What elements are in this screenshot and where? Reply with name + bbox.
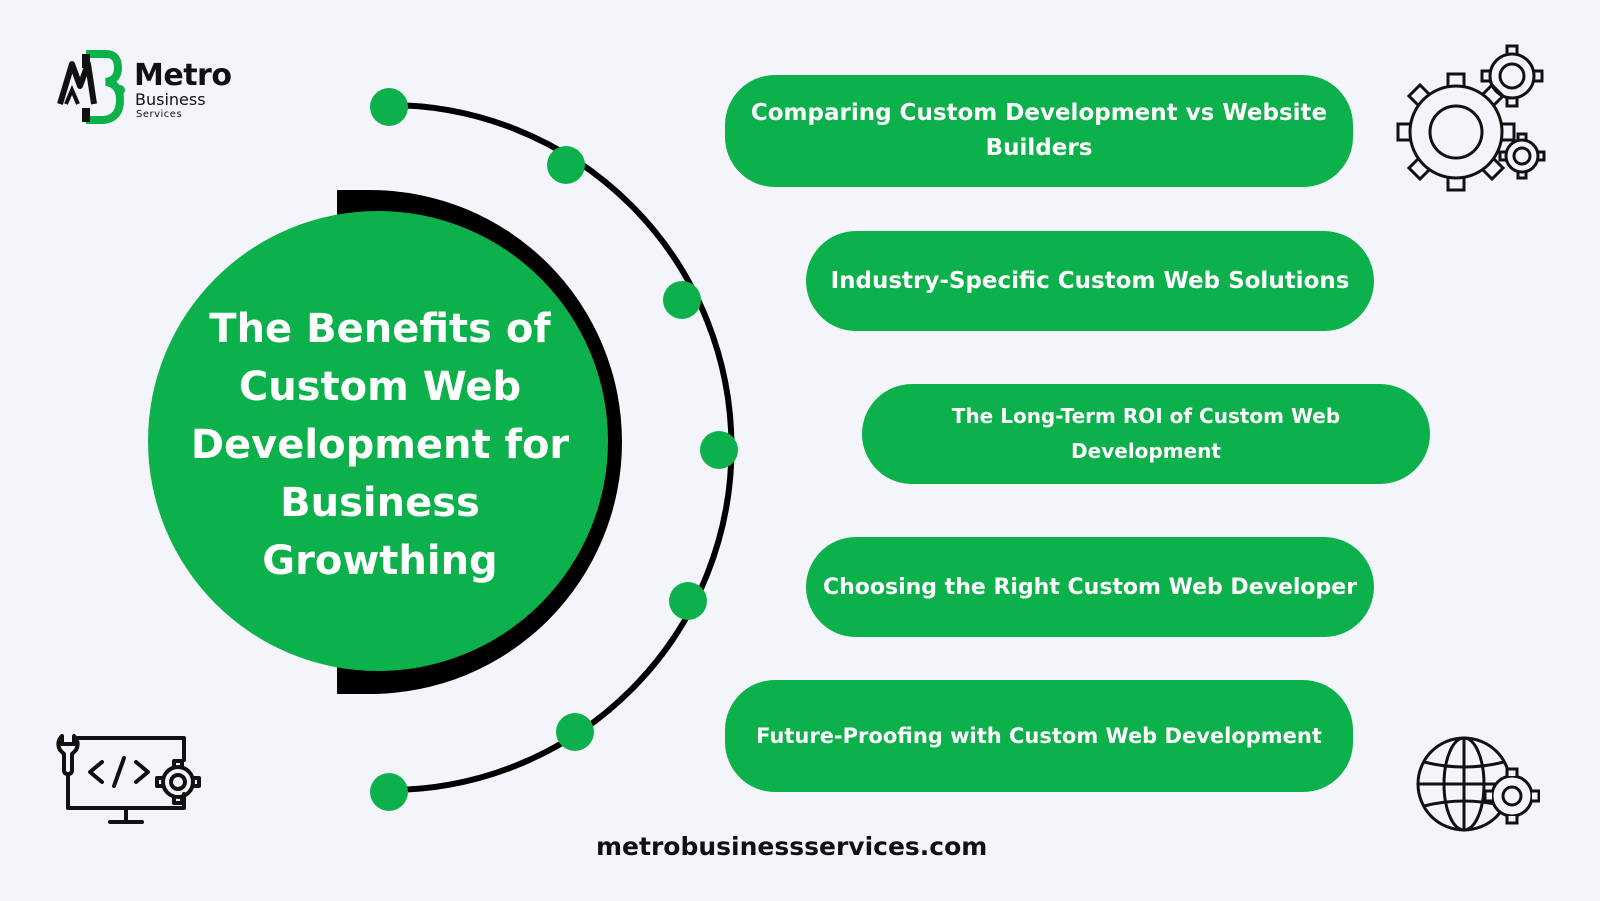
gears-icon	[1396, 44, 1546, 192]
timeline-node	[663, 281, 701, 319]
globe-gear-icon	[1416, 736, 1540, 832]
main-title: The Benefits of Custom Web Development f…	[190, 306, 570, 584]
timeline-node	[370, 88, 408, 126]
timeline-node	[547, 146, 585, 184]
topic-pill-2: Industry-Specific Custom Web Solutions	[806, 231, 1374, 331]
logo-tagline: Services	[136, 109, 183, 120]
metro-logo-icon	[57, 50, 125, 124]
topic-pill-1: Comparing Custom Development vs Website …	[725, 75, 1353, 187]
topic-pill-3: The Long-Term ROI of Custom Web Developm…	[862, 384, 1430, 484]
logo-title: Metro	[134, 58, 232, 93]
logo-subtitle: Business	[135, 90, 206, 109]
brand-logo: Metro Business Services	[56, 50, 256, 130]
timeline-node	[669, 582, 707, 620]
timeline-node	[370, 773, 408, 811]
timeline-node	[556, 713, 594, 751]
code-monitor-icon	[56, 734, 201, 824]
topic-pill-5: Future-Proofing with Custom Web Developm…	[725, 680, 1353, 792]
website-url: metrobusinessservices.com	[596, 832, 988, 861]
main-circle	[148, 211, 608, 671]
timeline-node	[700, 431, 738, 469]
topic-pill-4: Choosing the Right Custom Web Developer	[806, 537, 1374, 637]
